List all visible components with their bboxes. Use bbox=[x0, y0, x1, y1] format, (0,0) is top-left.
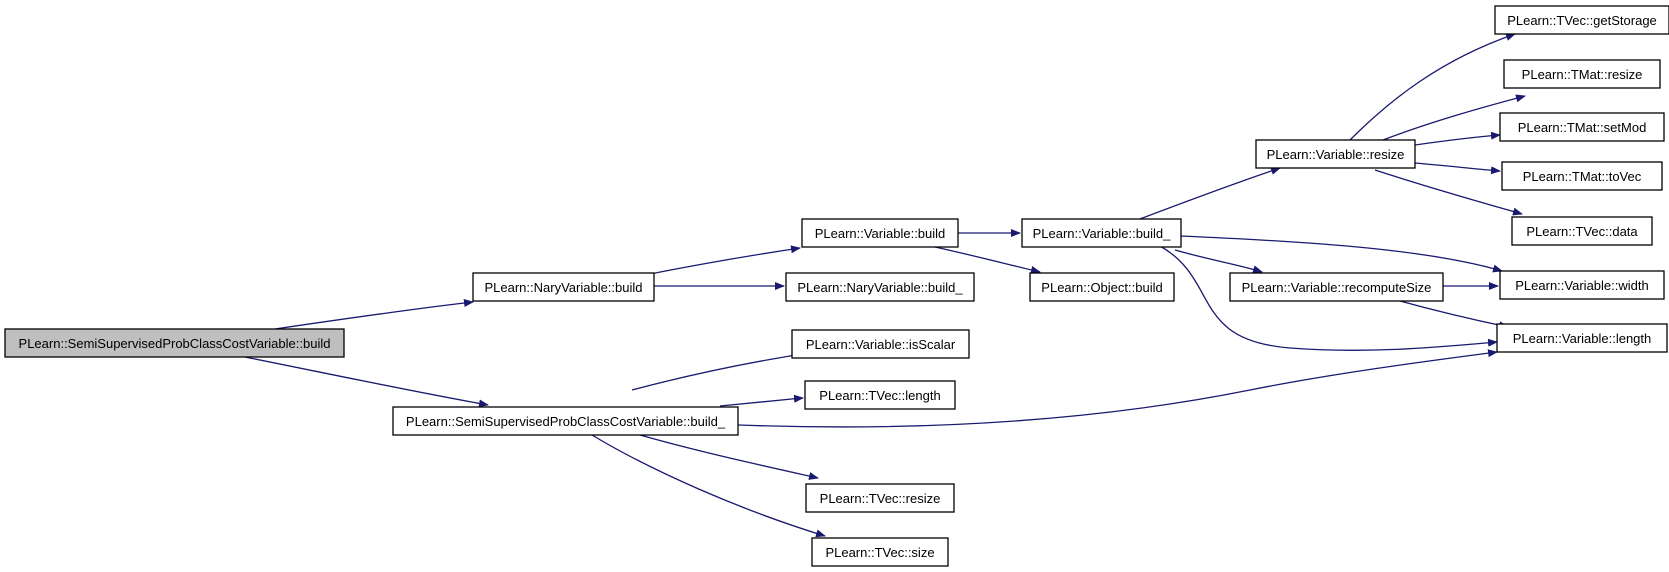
node-variable-length-label: PLearn::Variable::length bbox=[1513, 331, 1652, 346]
node-tvec-data[interactable]: PLearn::TVec::data bbox=[1511, 216, 1653, 246]
node-tvec-resize-label: PLearn::TVec::resize bbox=[820, 491, 941, 506]
edge-resize-to-tvec-data bbox=[1374, 169, 1523, 216]
edge-resize-to-tmat-setmod bbox=[1414, 131, 1501, 146]
nodes: PLearn::SemiSupervisedProbClassCostVaria… bbox=[4, 5, 1669, 567]
node-tvec-resize[interactable]: PLearn::TVec::resize bbox=[805, 483, 955, 513]
node-tvec-getstorage[interactable]: PLearn::TVec::getStorage bbox=[1494, 5, 1669, 35]
node-object-build-label: PLearn::Object::build bbox=[1041, 280, 1162, 295]
edge-sspccv-build-to-tvec-resize bbox=[639, 434, 819, 480]
node-variable-isscalar[interactable]: PLearn::Variable::isScalar bbox=[791, 329, 970, 359]
node-variable-build-label: PLearn::Variable::build bbox=[815, 226, 946, 241]
node-variable-resize[interactable]: PLearn::Variable::resize bbox=[1255, 139, 1416, 169]
edge-variable-build-to-variable-resize bbox=[1139, 167, 1281, 220]
node-variable-length[interactable]: PLearn::Variable::length bbox=[1496, 323, 1668, 353]
node-nary-build-label: PLearn::NaryVariable::build bbox=[484, 280, 642, 295]
node-variable-width[interactable]: PLearn::Variable::width bbox=[1499, 270, 1665, 300]
node-tvec-getstorage-label: PLearn::TVec::getStorage bbox=[1507, 13, 1657, 28]
node-root[interactable]: PLearn::SemiSupervisedProbClassCostVaria… bbox=[4, 328, 345, 358]
node-object-build[interactable]: PLearn::Object::build bbox=[1029, 272, 1175, 302]
node-nary-build-underscore-label: PLearn::NaryVariable::build_ bbox=[797, 280, 963, 295]
edge-root-to-sspccv-build bbox=[244, 356, 489, 408]
node-tmat-setmod-label: PLearn::TMat::setMod bbox=[1518, 120, 1647, 135]
node-nary-build[interactable]: PLearn::NaryVariable::build bbox=[472, 272, 655, 302]
node-tmat-tovec-label: PLearn::TMat::toVec bbox=[1523, 169, 1642, 184]
edge-variable-build-to-variable-width bbox=[1179, 235, 1503, 273]
node-variable-resize-label: PLearn::Variable::resize bbox=[1267, 147, 1405, 162]
node-sspccv-build-label: PLearn::SemiSupervisedProbClassCostVaria… bbox=[406, 414, 726, 429]
edge-variable-build-to-object-build bbox=[934, 246, 1041, 274]
node-tvec-size-label: PLearn::TVec::size bbox=[825, 545, 934, 560]
node-tmat-resize-label: PLearn::TMat::resize bbox=[1522, 67, 1643, 82]
node-tmat-tovec[interactable]: PLearn::TMat::toVec bbox=[1501, 161, 1663, 191]
node-tmat-resize[interactable]: PLearn::TMat::resize bbox=[1503, 59, 1661, 89]
edge-resize-to-tmat-resize bbox=[1382, 94, 1526, 141]
node-tvec-length-label: PLearn::TVec::length bbox=[819, 388, 940, 403]
node-root-label: PLearn::SemiSupervisedProbClassCostVaria… bbox=[19, 336, 331, 351]
edge-sspccv-build-to-tvec-length bbox=[719, 394, 804, 407]
node-variable-width-label: PLearn::Variable::width bbox=[1515, 278, 1648, 293]
edge-sspccv-build-to-variable-length bbox=[737, 349, 1498, 428]
edge-variable-build-to-variable-length bbox=[1159, 245, 1498, 351]
node-variable-isscalar-label: PLearn::Variable::isScalar bbox=[806, 337, 956, 352]
node-tvec-data-label: PLearn::TVec::data bbox=[1526, 224, 1638, 239]
node-tmat-setmod[interactable]: PLearn::TMat::setMod bbox=[1499, 112, 1665, 142]
edge-resize-to-tvec-getstorage bbox=[1349, 33, 1516, 141]
edges bbox=[244, 33, 1526, 538]
edge-variable-build-to-recomputesize bbox=[1174, 249, 1263, 274]
node-variable-recomputesize[interactable]: PLearn::Variable::recomputeSize bbox=[1229, 272, 1444, 302]
node-variable-build-[interactable]: PLearn::Variable::build_ bbox=[1021, 218, 1182, 248]
node-tvec-size[interactable]: PLearn::TVec::size bbox=[811, 537, 949, 567]
node-variable-build[interactable]: PLearn::Variable::build bbox=[801, 218, 959, 248]
node-nary-build-[interactable]: PLearn::NaryVariable::build_ bbox=[785, 272, 975, 302]
edge-root-to-nary-build bbox=[274, 299, 474, 330]
node-tvec-length[interactable]: PLearn::TVec::length bbox=[804, 380, 956, 410]
node-variable-build-underscore-label: PLearn::Variable::build_ bbox=[1033, 226, 1172, 241]
edge-resize-to-tmat-tovec bbox=[1414, 162, 1501, 175]
edge-nary-build-to-variable-build bbox=[639, 245, 801, 277]
node-variable-recomputesize-label: PLearn::Variable::recomputeSize bbox=[1242, 280, 1432, 295]
edge-recomputesize-to-variable-length bbox=[1399, 300, 1509, 330]
edge-sspccv-build-to-tvec-size bbox=[591, 434, 826, 538]
node-sspccv-build-[interactable]: PLearn::SemiSupervisedProbClassCostVaria… bbox=[392, 406, 739, 436]
